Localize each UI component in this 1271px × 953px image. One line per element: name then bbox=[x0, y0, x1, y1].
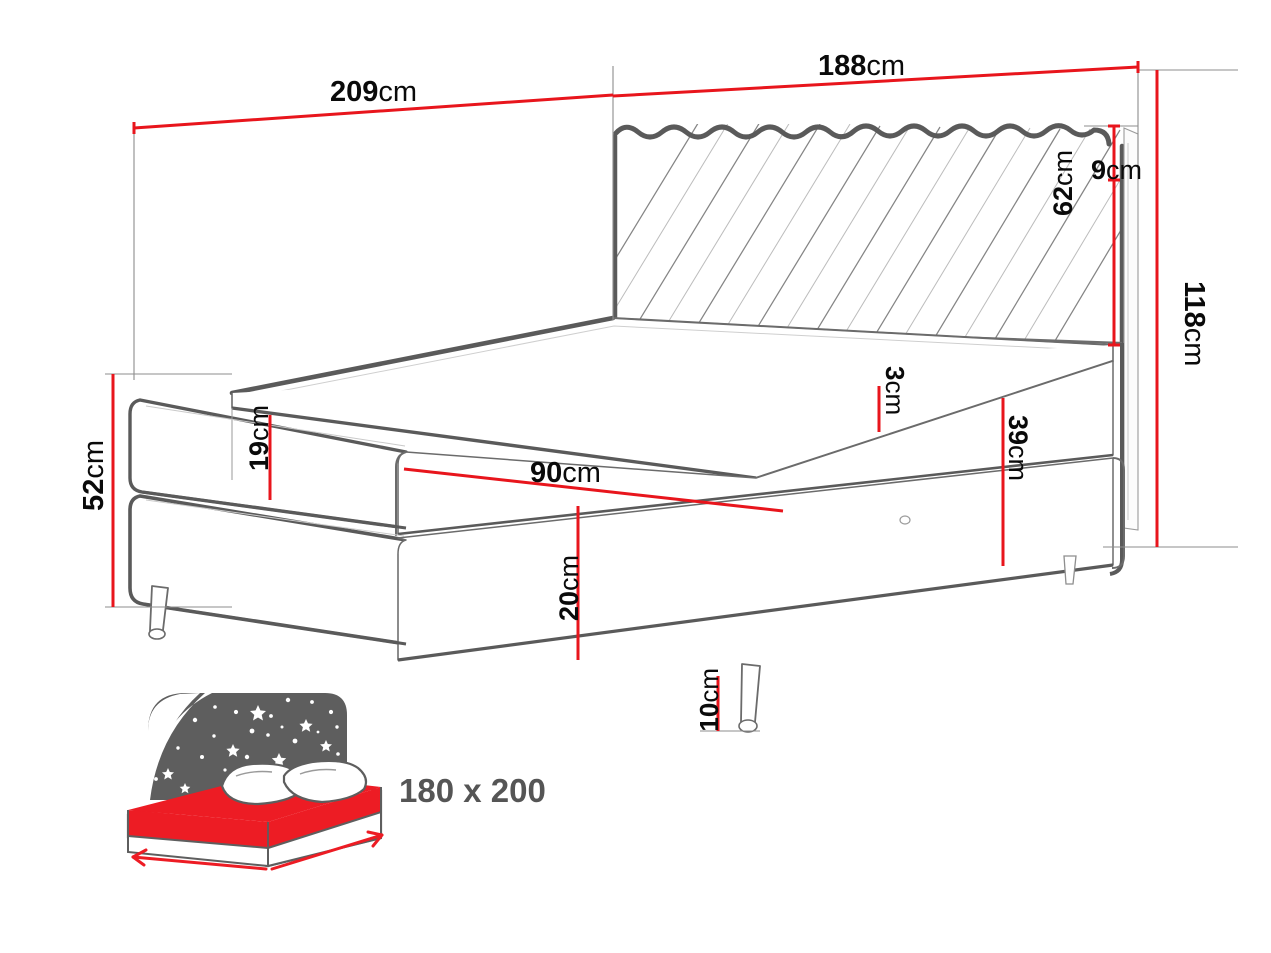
mattress-size-label: 180 x 200 bbox=[399, 772, 546, 809]
dim-label-39: 39cm bbox=[1003, 415, 1033, 482]
dim-line-90 bbox=[403, 467, 784, 513]
mattress-topper bbox=[229, 315, 1114, 480]
icon-dimension-arrows bbox=[131, 830, 384, 871]
dim-label-209: 209cm bbox=[330, 78, 417, 107]
bed-with-starry-night-icon bbox=[126, 693, 384, 871]
dim-label-188: 188cm bbox=[818, 52, 905, 81]
bed-legs bbox=[148, 555, 1077, 733]
dim-line-188 bbox=[612, 65, 1139, 98]
dim-value-9: 9 bbox=[1091, 155, 1107, 185]
dim-label-3: 3cm bbox=[880, 366, 910, 416]
red-dimension-lines bbox=[111, 61, 1159, 731]
dim-unit-90: cm bbox=[562, 457, 601, 489]
mattress-body bbox=[128, 360, 1114, 540]
dim-label-9: 9cm bbox=[1091, 157, 1142, 184]
dim-value-39: 39 bbox=[1003, 415, 1033, 446]
extension-lines bbox=[105, 66, 1238, 732]
dim-unit-209: cm bbox=[378, 76, 418, 108]
dim-line-209 bbox=[133, 93, 614, 130]
dim-value-90: 90 bbox=[530, 457, 563, 489]
dim-unit-118: cm bbox=[1178, 327, 1210, 367]
dim-value-118: 118 bbox=[1178, 281, 1210, 328]
dim-unit-39: cm bbox=[1003, 445, 1033, 482]
dim-unit-188: cm bbox=[866, 50, 906, 82]
dim-unit-3: cm bbox=[880, 380, 910, 416]
dim-value-3: 3 bbox=[880, 366, 910, 381]
dim-value-209: 209 bbox=[330, 76, 379, 108]
dim-unit-9: cm bbox=[1106, 155, 1143, 185]
dim-label-90: 90cm bbox=[530, 459, 601, 488]
dim-value-188: 188 bbox=[818, 50, 867, 82]
dim-label-118: 118cm bbox=[1178, 281, 1210, 367]
